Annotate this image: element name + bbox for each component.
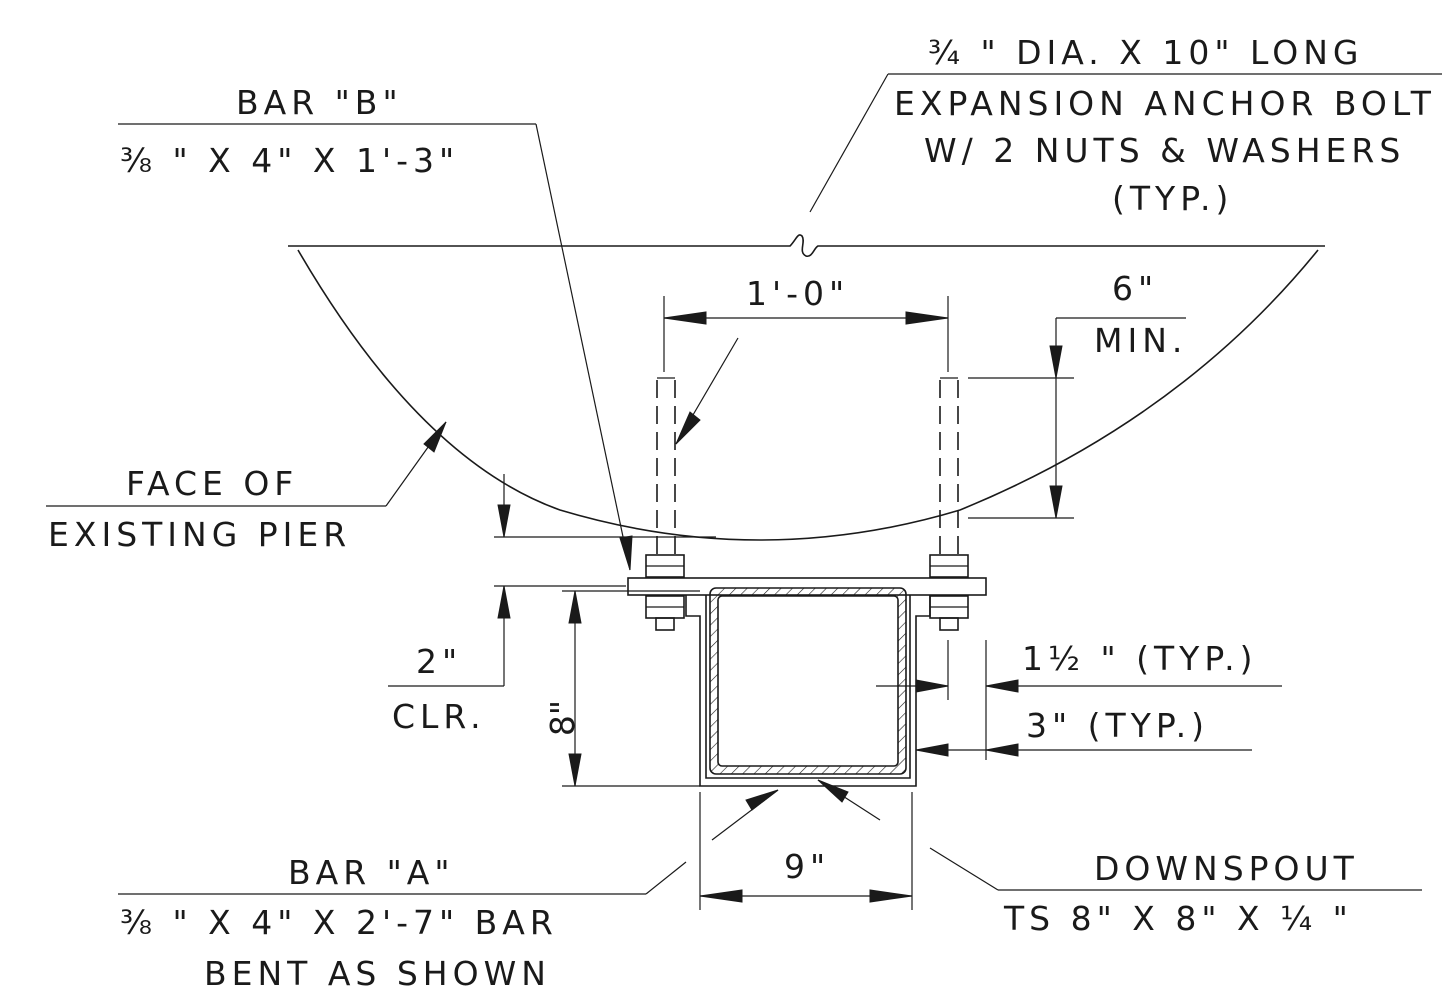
- existing-pier-outline: [288, 234, 1325, 541]
- anchor-bolt-line3: W/ 2 NUTS & WASHERS: [924, 131, 1405, 170]
- dim-width: [699, 792, 913, 910]
- bar-a-size: ⅜ " X 4" X 2'-7" BAR: [120, 903, 558, 942]
- bolt-offset-label: 3" (TYP.): [1026, 706, 1209, 745]
- dim-bolt-spacing: [663, 296, 949, 372]
- anchor-bolt-line2: EXPANSION ANCHOR BOLT: [894, 84, 1436, 123]
- width-label: 9": [784, 847, 830, 886]
- anchor-bolt-left: [645, 377, 685, 631]
- dim-edge-distance: [876, 640, 1282, 760]
- anchor-bolt-leader: [675, 73, 1442, 445]
- downspout-size: TS 8" X 8" X ¼ ": [1003, 899, 1353, 938]
- face-line2: EXISTING PIER: [48, 515, 351, 554]
- edge-distance-label: 1½ " (TYP.): [1022, 639, 1257, 678]
- dim-bolt-offset: [915, 743, 1252, 757]
- anchor-bolt-line1: ¾ " DIA. X 10" LONG: [928, 33, 1363, 72]
- anchor-bolt-line4: (TYP.): [1112, 179, 1233, 218]
- dim-depth: [562, 590, 700, 787]
- bolt-spacing-label: 1'-0": [746, 274, 849, 313]
- dim-clearance: [388, 474, 716, 687]
- bar-a-leader: [118, 789, 779, 895]
- downspout-tube: [709, 587, 907, 775]
- depth-label: 8": [543, 700, 582, 736]
- bar-b-title: BAR "B": [236, 83, 403, 122]
- bar-a-title: BAR "A": [288, 853, 455, 892]
- clearance-top-label: 2": [416, 642, 462, 681]
- bar-a-note: BENT AS SHOWN: [204, 954, 551, 993]
- anchor-bolt-right: [929, 377, 969, 631]
- bar-b-size: ⅜ " X 4" X 1'-3": [120, 141, 459, 180]
- pier-face-leader: [46, 421, 447, 507]
- face-line1: FACE OF: [126, 464, 298, 503]
- downspout-leader: [817, 779, 1422, 891]
- embedment-bottom-label: MIN.: [1094, 321, 1187, 360]
- dim-embedment: [968, 317, 1186, 519]
- bar-b-leader: [118, 123, 633, 571]
- embedment-top-label: 6": [1112, 269, 1158, 308]
- downspout-title: DOWNSPOUT: [1094, 849, 1359, 888]
- clearance-bottom-label: CLR.: [392, 697, 486, 736]
